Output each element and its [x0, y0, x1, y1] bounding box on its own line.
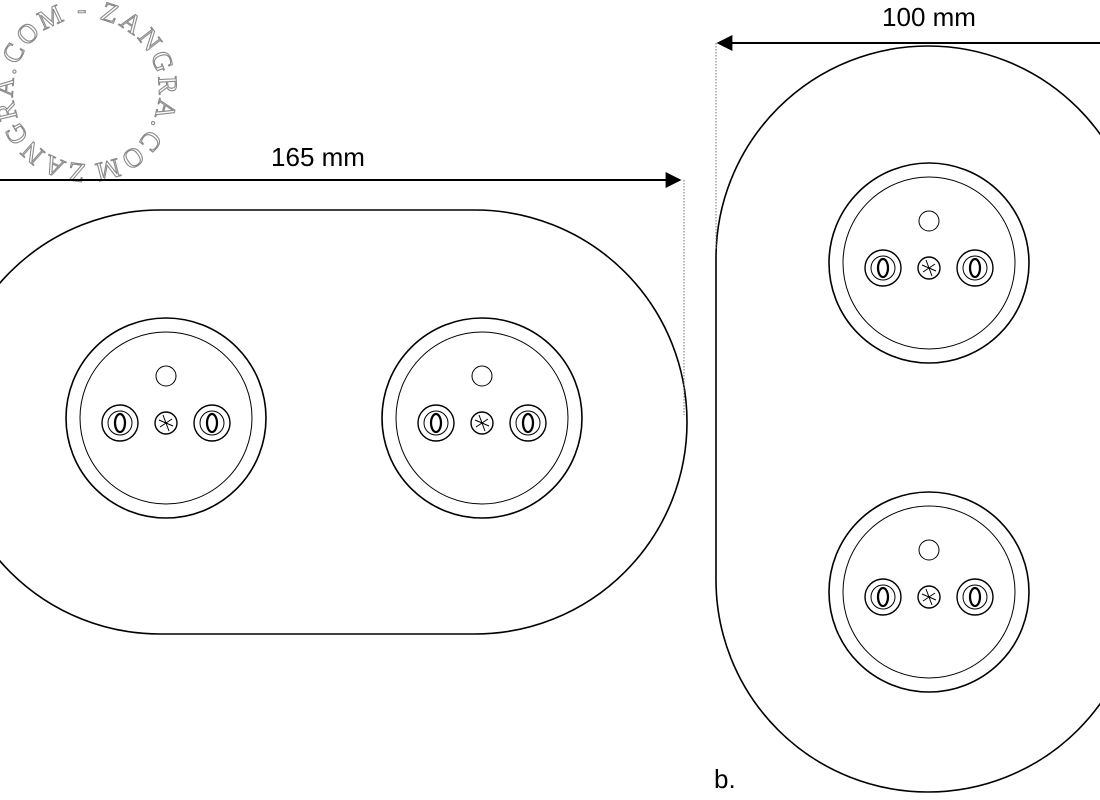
vertical-plate-outline: [715, 45, 1100, 793]
horizontal-dimension: 165 mm: [0, 142, 685, 415]
horizontal-plate: [0, 209, 688, 635]
horizontal-dimension-label: 165 mm: [271, 142, 365, 172]
vertical-dimension: 100 mm: [715, 2, 1100, 250]
vertical-dimension-label: 100 mm: [882, 2, 976, 32]
vertical-socket-top: [827, 161, 1031, 365]
vertical-plate: [715, 45, 1100, 793]
horizontal-plate-outline: [0, 209, 688, 635]
horizontal-socket-left: [64, 316, 268, 520]
watermark: ZANGRA.COM - ZANGRA.COM -: [0, 0, 183, 189]
watermark-text: ZANGRA.COM - ZANGRA.COM -: [0, 0, 183, 188]
figure-label: b.: [714, 764, 736, 794]
vertical-socket-bottom: [827, 490, 1031, 694]
horizontal-socket-right: [380, 316, 584, 520]
